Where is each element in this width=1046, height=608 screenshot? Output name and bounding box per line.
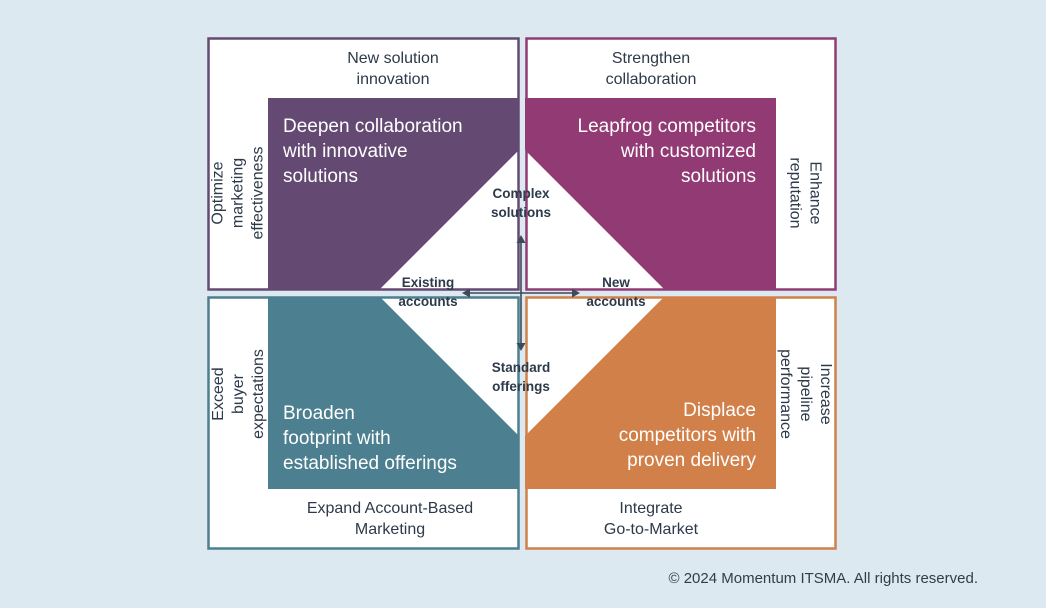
bottom-left-bottom-label: Expand Account-Based Marketing bbox=[306, 500, 474, 538]
top-left-top-label: New solution innovation bbox=[347, 50, 439, 88]
top-left-side-label: Optimize marketing effectiveness bbox=[210, 146, 267, 240]
top-right-inner-label: Leapfrog competitors with customized sol… bbox=[577, 116, 757, 187]
bottom-right-panel bbox=[525, 297, 776, 489]
top-right-side-label: Enhance reputation bbox=[787, 157, 825, 229]
bottom-right-inner-label: Displace competitors with proven deliver… bbox=[618, 400, 756, 471]
bottom-right-side-label: Increase pipeline performance bbox=[777, 349, 835, 439]
arrow-up-icon bbox=[516, 235, 526, 243]
axis-label-complex-solutions: Complex solutions bbox=[491, 186, 551, 220]
top-left-inner-label: Deepen collaboration with innovative sol… bbox=[283, 116, 463, 187]
axis-label-standard-offerings: Standard offerings bbox=[491, 360, 551, 394]
bottom-left-panel bbox=[268, 297, 519, 489]
arrow-right-icon bbox=[572, 288, 580, 298]
bottom-left-side-wrap: Exceed buyer expectations bbox=[210, 299, 268, 489]
top-left-panel bbox=[268, 98, 519, 289]
axis-label-new-accounts: New accounts bbox=[586, 275, 646, 309]
arrow-down-icon bbox=[516, 343, 526, 351]
axis-arrows bbox=[469, 242, 573, 344]
bottom-left-side-label: Exceed buyer expectations bbox=[210, 349, 267, 439]
top-right-panel bbox=[525, 98, 776, 289]
top-right-top-label: Strengthen collaboration bbox=[605, 50, 697, 88]
arrow-left-icon bbox=[462, 288, 470, 298]
top-left-side-wrap: Optimize marketing effectiveness bbox=[210, 98, 268, 288]
bottom-right-side-wrap: Increase pipeline performance bbox=[776, 299, 834, 489]
bottom-left-inner-label: Broaden footprint with established offer… bbox=[283, 403, 457, 474]
top-right-side-wrap: Enhance reputation bbox=[776, 98, 834, 288]
bottom-right-bottom-label: Integrate Go-to-Market bbox=[603, 500, 699, 538]
copyright-notice: © 2024 Momentum ITSMA. All rights reserv… bbox=[668, 570, 979, 587]
axis-label-existing-accounts: Existing accounts bbox=[398, 275, 458, 309]
